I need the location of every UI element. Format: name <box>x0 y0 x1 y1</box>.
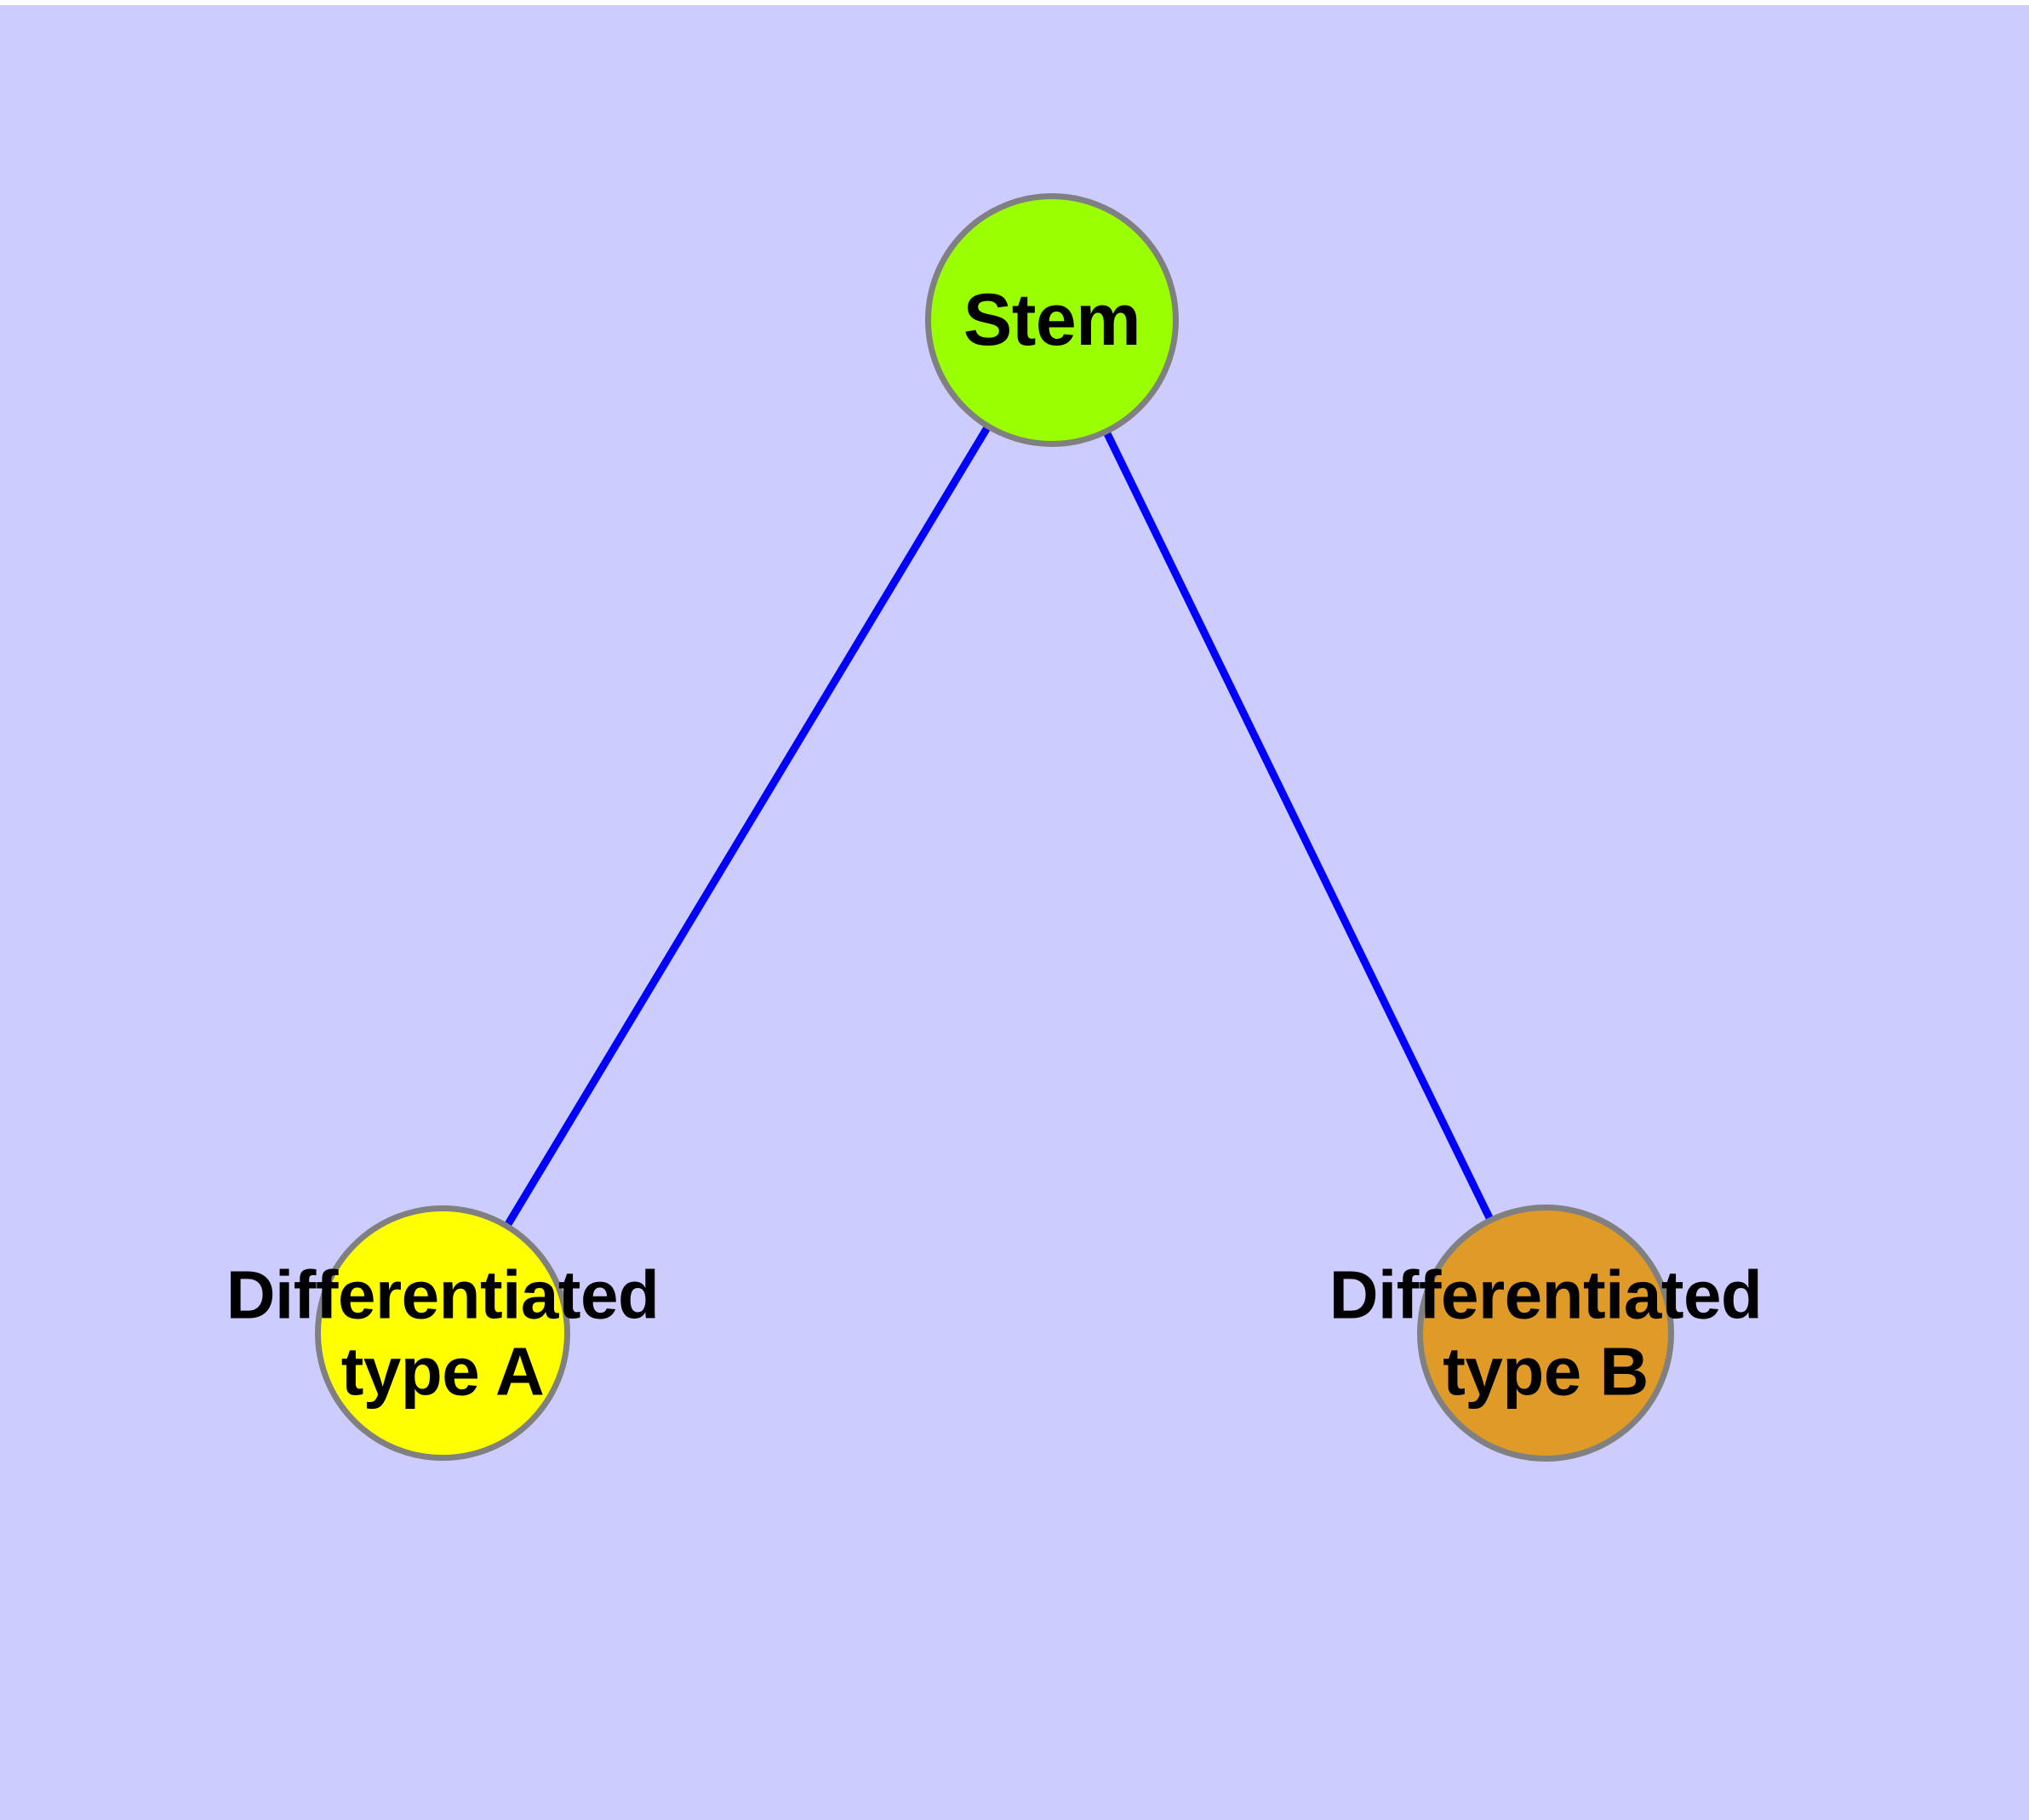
node-differentiated-type-b[interactable]: Differentiated type B <box>1329 1205 1763 1462</box>
node-differentiated-type-b-circle[interactable] <box>1417 1205 1674 1462</box>
node-stem[interactable]: Stem <box>925 193 1179 447</box>
node-stem-circle[interactable] <box>925 193 1179 447</box>
node-differentiated-type-a-circle[interactable] <box>315 1205 570 1461</box>
edge-stem-to-differentiated-type-b <box>1102 429 1495 1222</box>
node-differentiated-type-b-label: Differentiated type B <box>1329 1256 1763 1409</box>
edge-stem-to-differentiated-type-a <box>503 423 992 1229</box>
node-differentiated-type-a[interactable]: Differentiated type A <box>226 1205 660 1461</box>
node-differentiated-type-a-label: Differentiated type A <box>226 1256 660 1409</box>
node-stem-label: Stem <box>963 278 1141 361</box>
